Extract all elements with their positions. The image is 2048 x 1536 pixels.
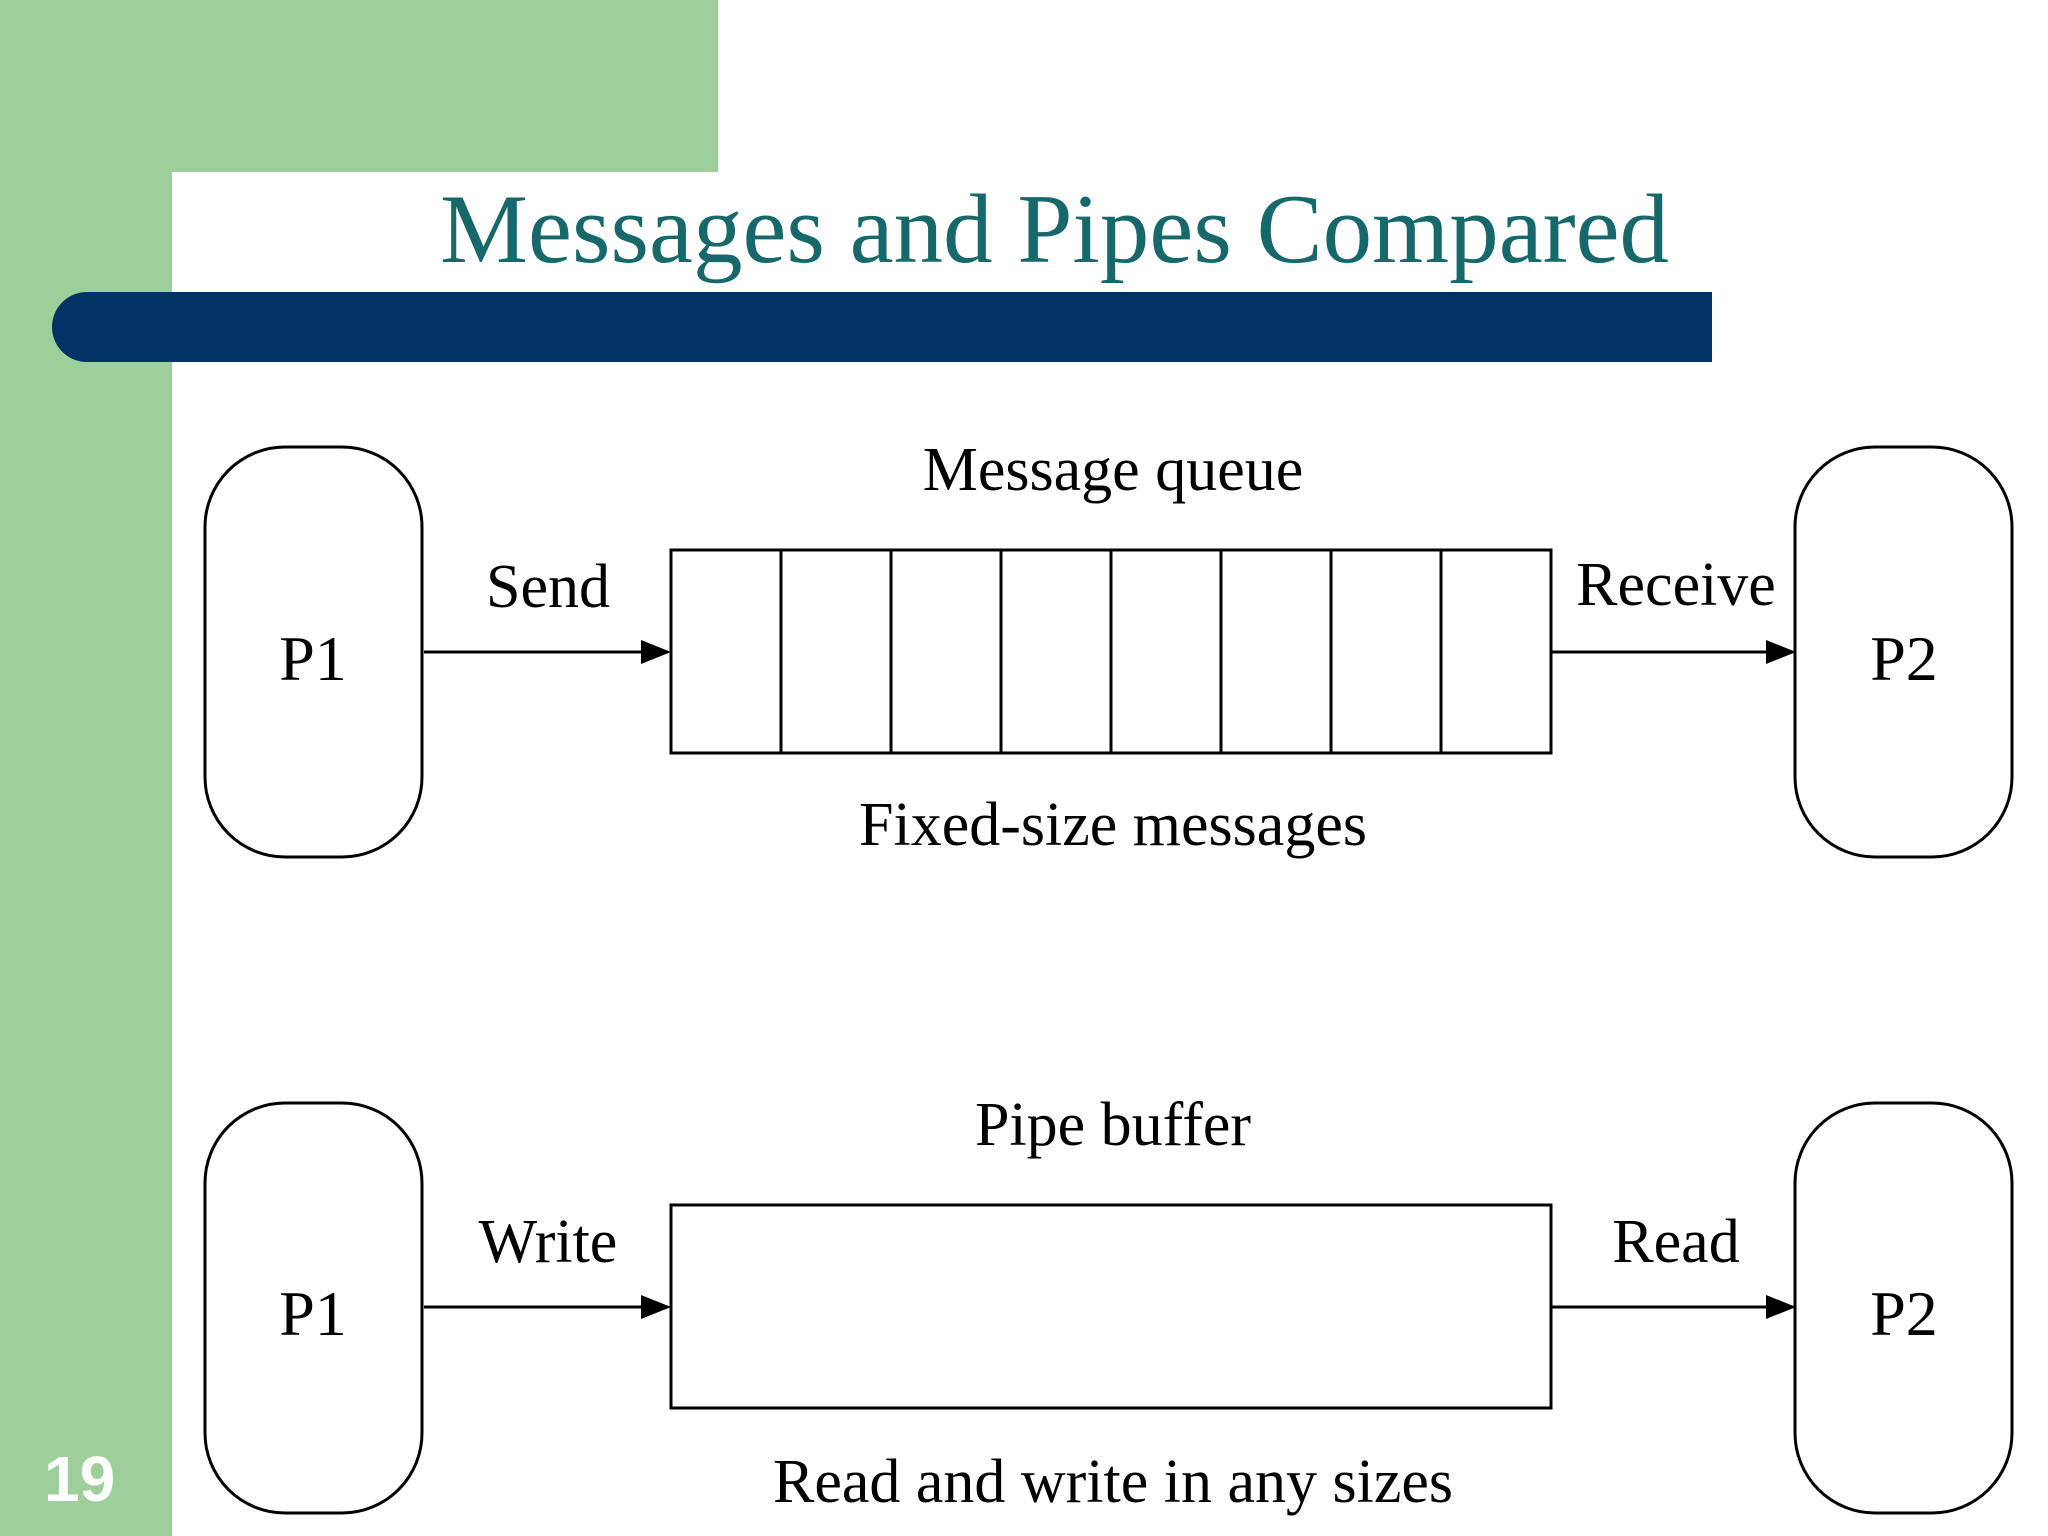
pipe-buffer-box bbox=[669, 1203, 1553, 1410]
pipe-process-p1-label: P1 bbox=[279, 1278, 347, 1349]
read-label: Read bbox=[1612, 1208, 1739, 1276]
send-label: Send bbox=[486, 553, 610, 621]
process-p2-box bbox=[1793, 445, 2014, 859]
slide-title: Messages and Pipes Compared bbox=[440, 175, 1670, 284]
process-p2-label: P2 bbox=[1870, 623, 1938, 694]
message-queue-diagram: P1 Send Message queue Fixed-size message… bbox=[203, 436, 2014, 859]
write-label: Write bbox=[479, 1208, 618, 1276]
process-p1-box bbox=[203, 445, 424, 859]
content-card bbox=[172, 172, 2048, 1536]
background-green-sidebar bbox=[0, 0, 172, 1536]
title-underline-bar bbox=[52, 292, 1712, 362]
pipe-process-p2-label: P2 bbox=[1870, 1278, 1938, 1349]
pipe-buffer-diagram: P1 Write Pipe buffer Read and write in a… bbox=[203, 1091, 2014, 1516]
message-queue-caption: Fixed-size messages bbox=[859, 791, 1367, 859]
pipe-buffer-caption: Read and write in any sizes bbox=[773, 1448, 1453, 1516]
receive-label: Receive bbox=[1576, 551, 1776, 619]
pipe-buffer-title: Pipe buffer bbox=[975, 1091, 1251, 1159]
page-number: 19 bbox=[44, 1443, 116, 1515]
message-queue-slots bbox=[779, 550, 1443, 753]
message-queue-title: Message queue bbox=[923, 436, 1303, 504]
pipe-process-p2-box bbox=[1793, 1101, 2014, 1515]
process-p1-label: P1 bbox=[279, 623, 347, 694]
pipe-process-p1-box bbox=[203, 1101, 424, 1515]
